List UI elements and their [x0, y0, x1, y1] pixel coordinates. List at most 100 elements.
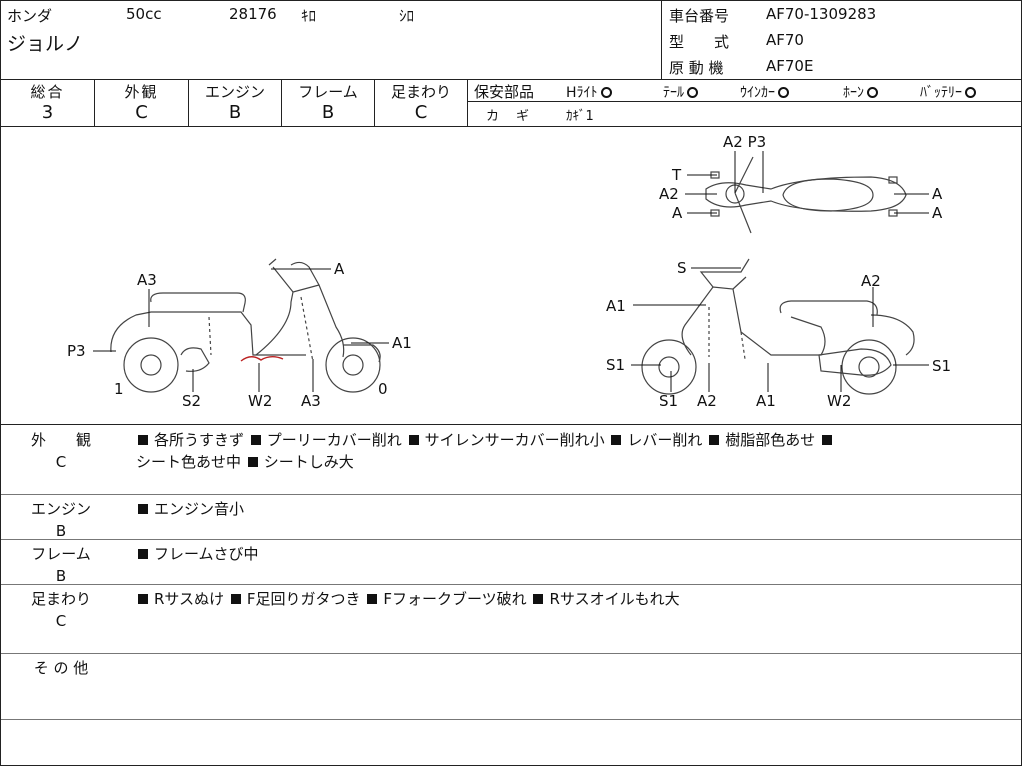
left-side-view — [110, 258, 381, 393]
label-a: A — [932, 204, 943, 222]
remark-item: Rサスオイルもれ大 — [549, 590, 680, 608]
displacement: 50cc — [126, 5, 162, 23]
model-name: ジョルノ — [7, 33, 84, 55]
front-fender — [343, 344, 381, 363]
ok-circle-icon — [600, 86, 612, 98]
rear-hub — [858, 356, 880, 378]
safety-parts: 保安部品 Hﾗｲﾄ ﾃｰﾙ ｳｲﾝｶｰ ﾎｰﾝ ﾊﾞｯﾃﾘｰ カ ギ ｶｷﾞ1 — [468, 79, 1021, 126]
label-s1: S1 — [932, 357, 951, 375]
label-a1: A1 — [392, 334, 412, 352]
top-labels: A2 P3 T A2 A A A — [659, 133, 943, 222]
grade-value: C — [414, 102, 428, 123]
safety-item-label: ﾃｰﾙ — [663, 85, 684, 101]
top-view — [705, 156, 907, 234]
safety-item-label: ﾊﾞｯﾃﾘｰ — [920, 85, 962, 101]
key-value: ｶｷﾞ1 — [566, 109, 594, 124]
label-1: 1 — [114, 380, 124, 398]
section-title: エンジン — [30, 500, 91, 518]
front-hub — [342, 354, 364, 376]
remark-item: F足回りガタつき — [246, 590, 361, 608]
label-a3: A3 — [137, 271, 157, 289]
handlebar — [268, 258, 320, 293]
panel-lines — [708, 307, 746, 360]
seat-top — [782, 178, 874, 212]
panel-lines — [208, 296, 314, 363]
right-side-view — [641, 258, 915, 395]
remark-item: サイレンサーカバー削れ小 — [424, 431, 605, 449]
safety-item-label: ﾎｰﾝ — [843, 85, 864, 101]
label-a2: A2 — [659, 185, 679, 203]
safety-battery: ﾊﾞｯﾃﾘｰ — [920, 82, 984, 102]
remark-item: Fフォークブーツ破れ — [383, 590, 527, 608]
section-title: 外 観 — [30, 431, 91, 449]
grade-value: B — [228, 102, 242, 123]
front-wheel — [641, 339, 697, 395]
header-divider — [661, 1, 662, 79]
grade-label: 足まわり — [390, 83, 451, 101]
label-p3: P3 — [67, 342, 86, 360]
bullet-square-icon — [533, 594, 544, 604]
label-w2: W2 — [827, 392, 851, 410]
bullet-square-icon — [367, 594, 378, 604]
label-w2: W2 — [248, 392, 272, 410]
remark-item: シートしみ大 — [263, 453, 354, 471]
section-items: Rサスぬけ F足回りガタつき Fフォークブーツ破れ Rサスオイルもれ大 — [136, 588, 1016, 610]
scratch-mark — [240, 356, 284, 362]
bullet-square-icon — [138, 435, 148, 445]
label-a: A — [334, 260, 345, 278]
model-code: AF70 — [766, 31, 804, 49]
safety-parts-row: 保安部品 Hﾗｲﾄ ﾃｰﾙ ｳｲﾝｶｰ ﾎｰﾝ ﾊﾞｯﾃﾘｰ — [468, 79, 1021, 102]
grade-value: 3 — [41, 102, 54, 123]
grades-row: 総合 3 外観 C エンジン B フレーム B 足まわり C 保安部品 Hﾗｲﾄ… — [1, 79, 1021, 127]
front-hub — [658, 356, 680, 378]
bullet-square-icon — [138, 594, 148, 604]
grade-label: フレーム — [298, 83, 358, 101]
remark-item: プーリーカバー削れ — [266, 431, 402, 449]
rear-wheel — [841, 339, 897, 395]
rear-body — [870, 314, 915, 356]
grade-value: C — [135, 102, 148, 123]
top-callouts — [685, 151, 929, 214]
safety-item-label: Hﾗｲﾄ — [566, 85, 598, 101]
rear-hub — [140, 354, 162, 376]
maker: ホンダ — [7, 7, 53, 25]
grade-engine: エンジン B — [189, 79, 282, 126]
damage-diagram: A A3 A1 P3 1 0 S2 W2 A3 — [1, 127, 1021, 425]
muffler — [818, 348, 892, 376]
section-grade: C — [55, 453, 67, 471]
front-wheel — [325, 337, 381, 393]
bullet-square-icon — [138, 549, 148, 559]
handlebar — [699, 258, 750, 290]
safety-winker: ｳｲﾝｶｰ — [740, 82, 797, 102]
frame-no: AF70-1309283 — [766, 5, 877, 23]
section-other: そ の 他 — [1, 653, 1021, 720]
ok-circle-icon — [867, 86, 878, 98]
bullet-square-icon — [138, 504, 148, 514]
key-label: カ ギ — [486, 109, 532, 124]
bullet-square-icon — [250, 435, 261, 445]
safety-headlight: Hﾗｲﾄ — [566, 82, 620, 102]
frame-no-label: 車台番号 — [669, 7, 730, 25]
rear-body — [110, 311, 306, 356]
front-body — [681, 286, 826, 356]
label-s2: S2 — [182, 392, 201, 410]
section-grade: B — [55, 522, 67, 540]
remark-item: Rサスぬけ — [154, 590, 225, 608]
label-s1: S1 — [606, 356, 625, 374]
section-title: そ の 他 — [33, 659, 89, 677]
left-labels: A A3 A1 P3 1 0 S2 W2 A3 — [67, 260, 412, 410]
muffler — [180, 347, 210, 372]
label-s1: S1 — [659, 392, 678, 410]
body-outline — [705, 176, 907, 212]
rear-light — [888, 176, 898, 184]
remark-item: シート色あせ中 — [136, 453, 242, 471]
remark-item: 各所うすきず — [154, 431, 245, 449]
engine-code: AF70E — [766, 57, 814, 75]
right-labels: S A1 A2 S1 S1 S1 A2 A1 W2 — [606, 259, 951, 410]
section-label: 外 観 C — [25, 429, 97, 473]
